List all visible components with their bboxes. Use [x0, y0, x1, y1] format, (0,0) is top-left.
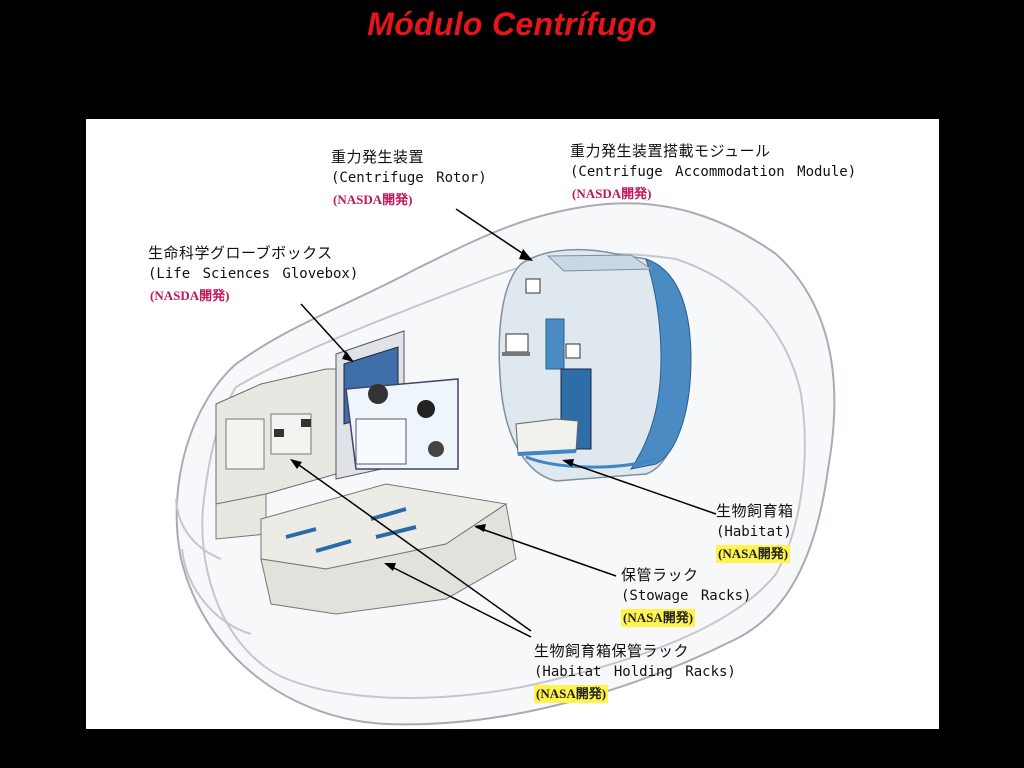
label-habitat-agency: (NASA開発) — [716, 545, 791, 563]
leader-arrowheads — [290, 249, 574, 571]
label-habitat-holding-racks: 生物飼育箱保管ラック (Habitat Holding Racks) (NASA… — [534, 641, 736, 703]
glovebox-rack-assembly — [215, 330, 517, 615]
leader-stowage — [475, 526, 617, 577]
label-holding-jp: 生物飼育箱保管ラック — [534, 642, 690, 660]
leader-holding-1 — [291, 459, 532, 632]
leader-lines — [291, 208, 717, 638]
label-holding-en: (Habitat Holding Racks) — [534, 664, 736, 680]
label-stowage-jp: 保管ラック — [621, 566, 699, 584]
slide-title: Módulo Centrífugo — [367, 6, 657, 42]
label-habitat-jp: 生物飼育箱 — [716, 502, 794, 520]
label-rotor-agency: (NASDA開発) — [333, 192, 413, 207]
label-rotor-jp: 重力発生装置 — [331, 148, 425, 166]
label-life-sciences-glovebox: 生命科学グローブボックス (Life Sciences Glovebox) (N… — [148, 243, 358, 305]
label-glove-jp: 生命科学グローブボックス — [148, 244, 333, 262]
label-stowage-racks: 保管ラック (Stowage Racks) (NASA開発) — [621, 565, 751, 627]
leader-holding-2 — [385, 563, 532, 638]
leader-glove — [300, 303, 352, 360]
label-habitat: 生物飼育箱 (Habitat) (NASA開発) — [716, 501, 794, 563]
label-glove-agency: (NASDA開発) — [150, 288, 230, 303]
label-rotor-en: (Centrifuge Rotor) — [331, 170, 487, 186]
label-cam-en: (Centrifuge Accommodation Module) — [570, 164, 857, 180]
centrifuge-module-illustration — [175, 202, 836, 726]
module-shell-ring — [175, 498, 252, 635]
label-cam-jp: 重力発生装置搭載モジュール — [570, 142, 771, 160]
label-cam-agency: (NASDA開発) — [572, 186, 652, 201]
leader-rotor — [455, 208, 532, 260]
label-centrifuge-rotor: 重力発生装置 (Centrifuge Rotor) (NASDA開発) — [331, 147, 487, 209]
label-glove-en: (Life Sciences Glovebox) — [148, 266, 359, 282]
label-habitat-en: (Habitat) — [716, 524, 792, 540]
label-holding-agency: (NASA開発) — [534, 685, 609, 703]
label-stowage-agency: (NASA開発) — [621, 609, 696, 627]
label-centrifuge-accommodation-module: 重力発生装置搭載モジュール (Centrifuge Accommodation … — [570, 141, 856, 203]
centrifuge-rotor — [498, 248, 692, 482]
leader-habitat — [563, 460, 717, 515]
label-stowage-en: (Stowage Racks) — [621, 588, 752, 604]
illustration-panel: 重力発生装置 (Centrifuge Rotor) (NASDA開発) 重力発生… — [86, 119, 939, 729]
